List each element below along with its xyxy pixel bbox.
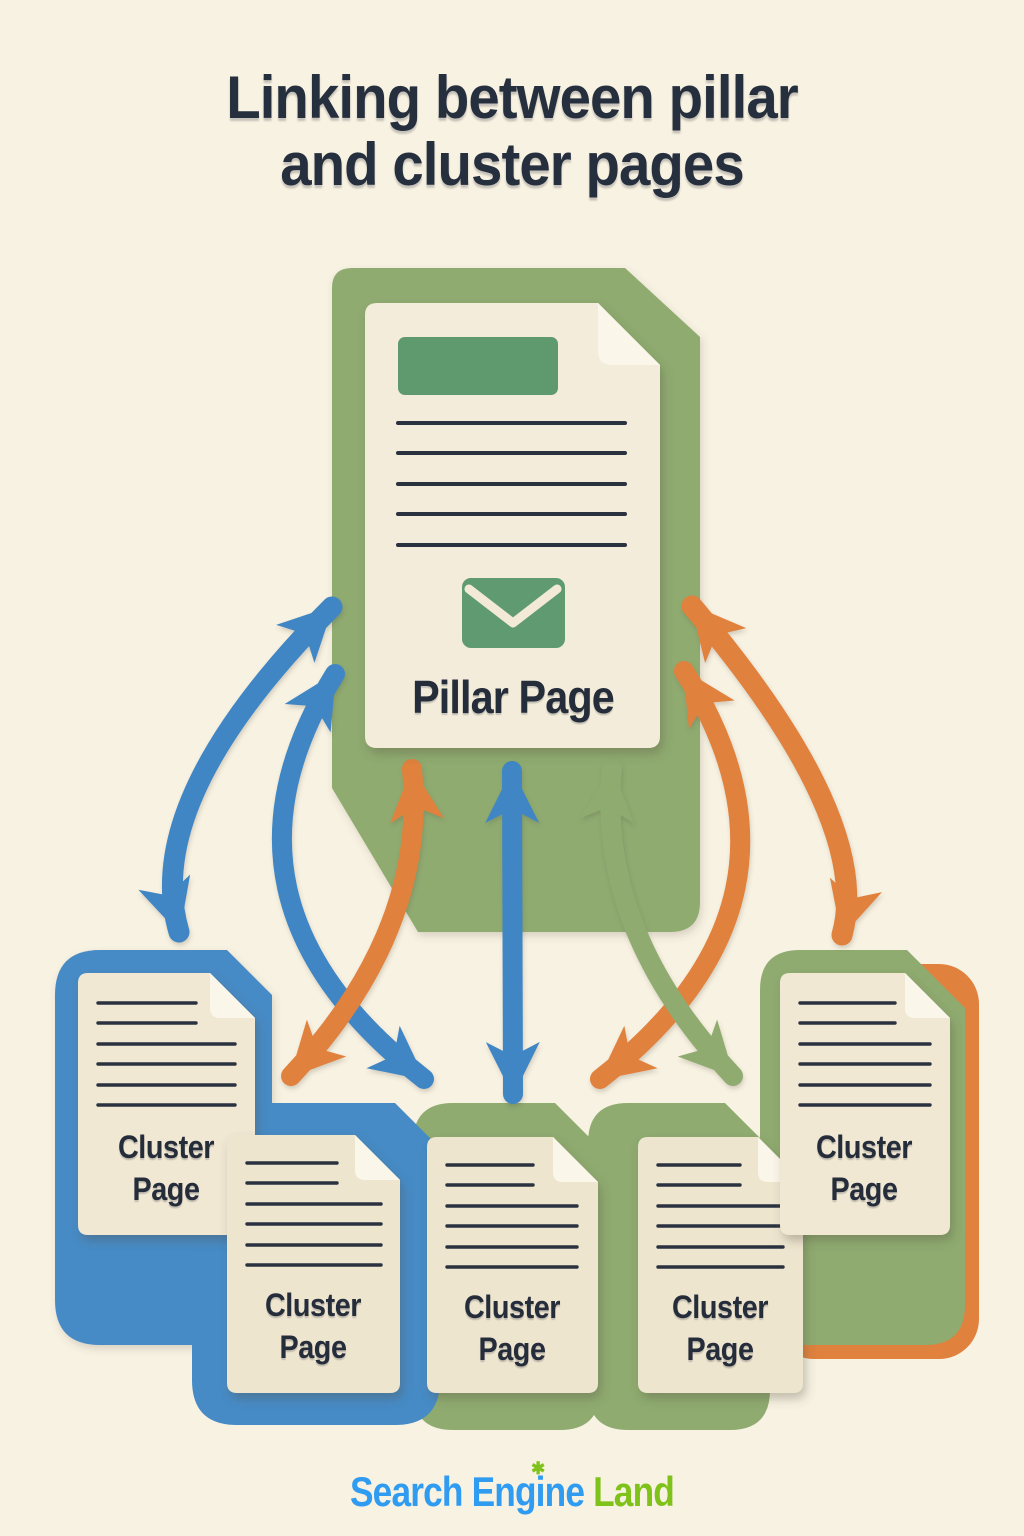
cluster2-document: [227, 1135, 400, 1393]
cluster2-label: Cluster Page: [264, 1286, 362, 1365]
pillar-header-block: [398, 337, 558, 395]
arrow-pillar-cluster5-orange: [681, 595, 882, 946]
cluster1-label: Cluster Page: [117, 1128, 215, 1207]
arrow-inner-green: [580, 759, 743, 1086]
cluster3-label: Cluster Page: [463, 1288, 561, 1367]
arrow-center-blue: [485, 761, 540, 1104]
pillar-page-label: Pillar Page: [412, 671, 615, 723]
title-line-1: Linking between pillar: [226, 64, 799, 131]
brand-name-part1: Search Engine: [349, 1468, 585, 1515]
brand-name-part2: Land: [584, 1468, 675, 1515]
title-line-2: and cluster pages: [280, 131, 745, 199]
cluster4-label: Cluster Page: [671, 1288, 769, 1367]
cluster3-document: [427, 1137, 598, 1393]
pillar-page-document: [365, 303, 660, 748]
arrow-inner-orange-left: [281, 759, 444, 1086]
pillar-fold-corner: [598, 303, 660, 365]
envelope-icon: [462, 578, 565, 648]
starburst-icon: ✱: [531, 1459, 546, 1478]
arrow-pillar-cluster1-blue: [138, 596, 343, 943]
page-title: Linking between pillar and cluster pages: [31, 64, 994, 198]
cluster5-document: [780, 973, 950, 1235]
brand-logo: Search Engine Land: [82, 1468, 942, 1516]
pillar-text-lines: [396, 421, 627, 547]
cluster5-label: Cluster Page: [815, 1128, 913, 1207]
cluster1-document: [78, 973, 255, 1235]
